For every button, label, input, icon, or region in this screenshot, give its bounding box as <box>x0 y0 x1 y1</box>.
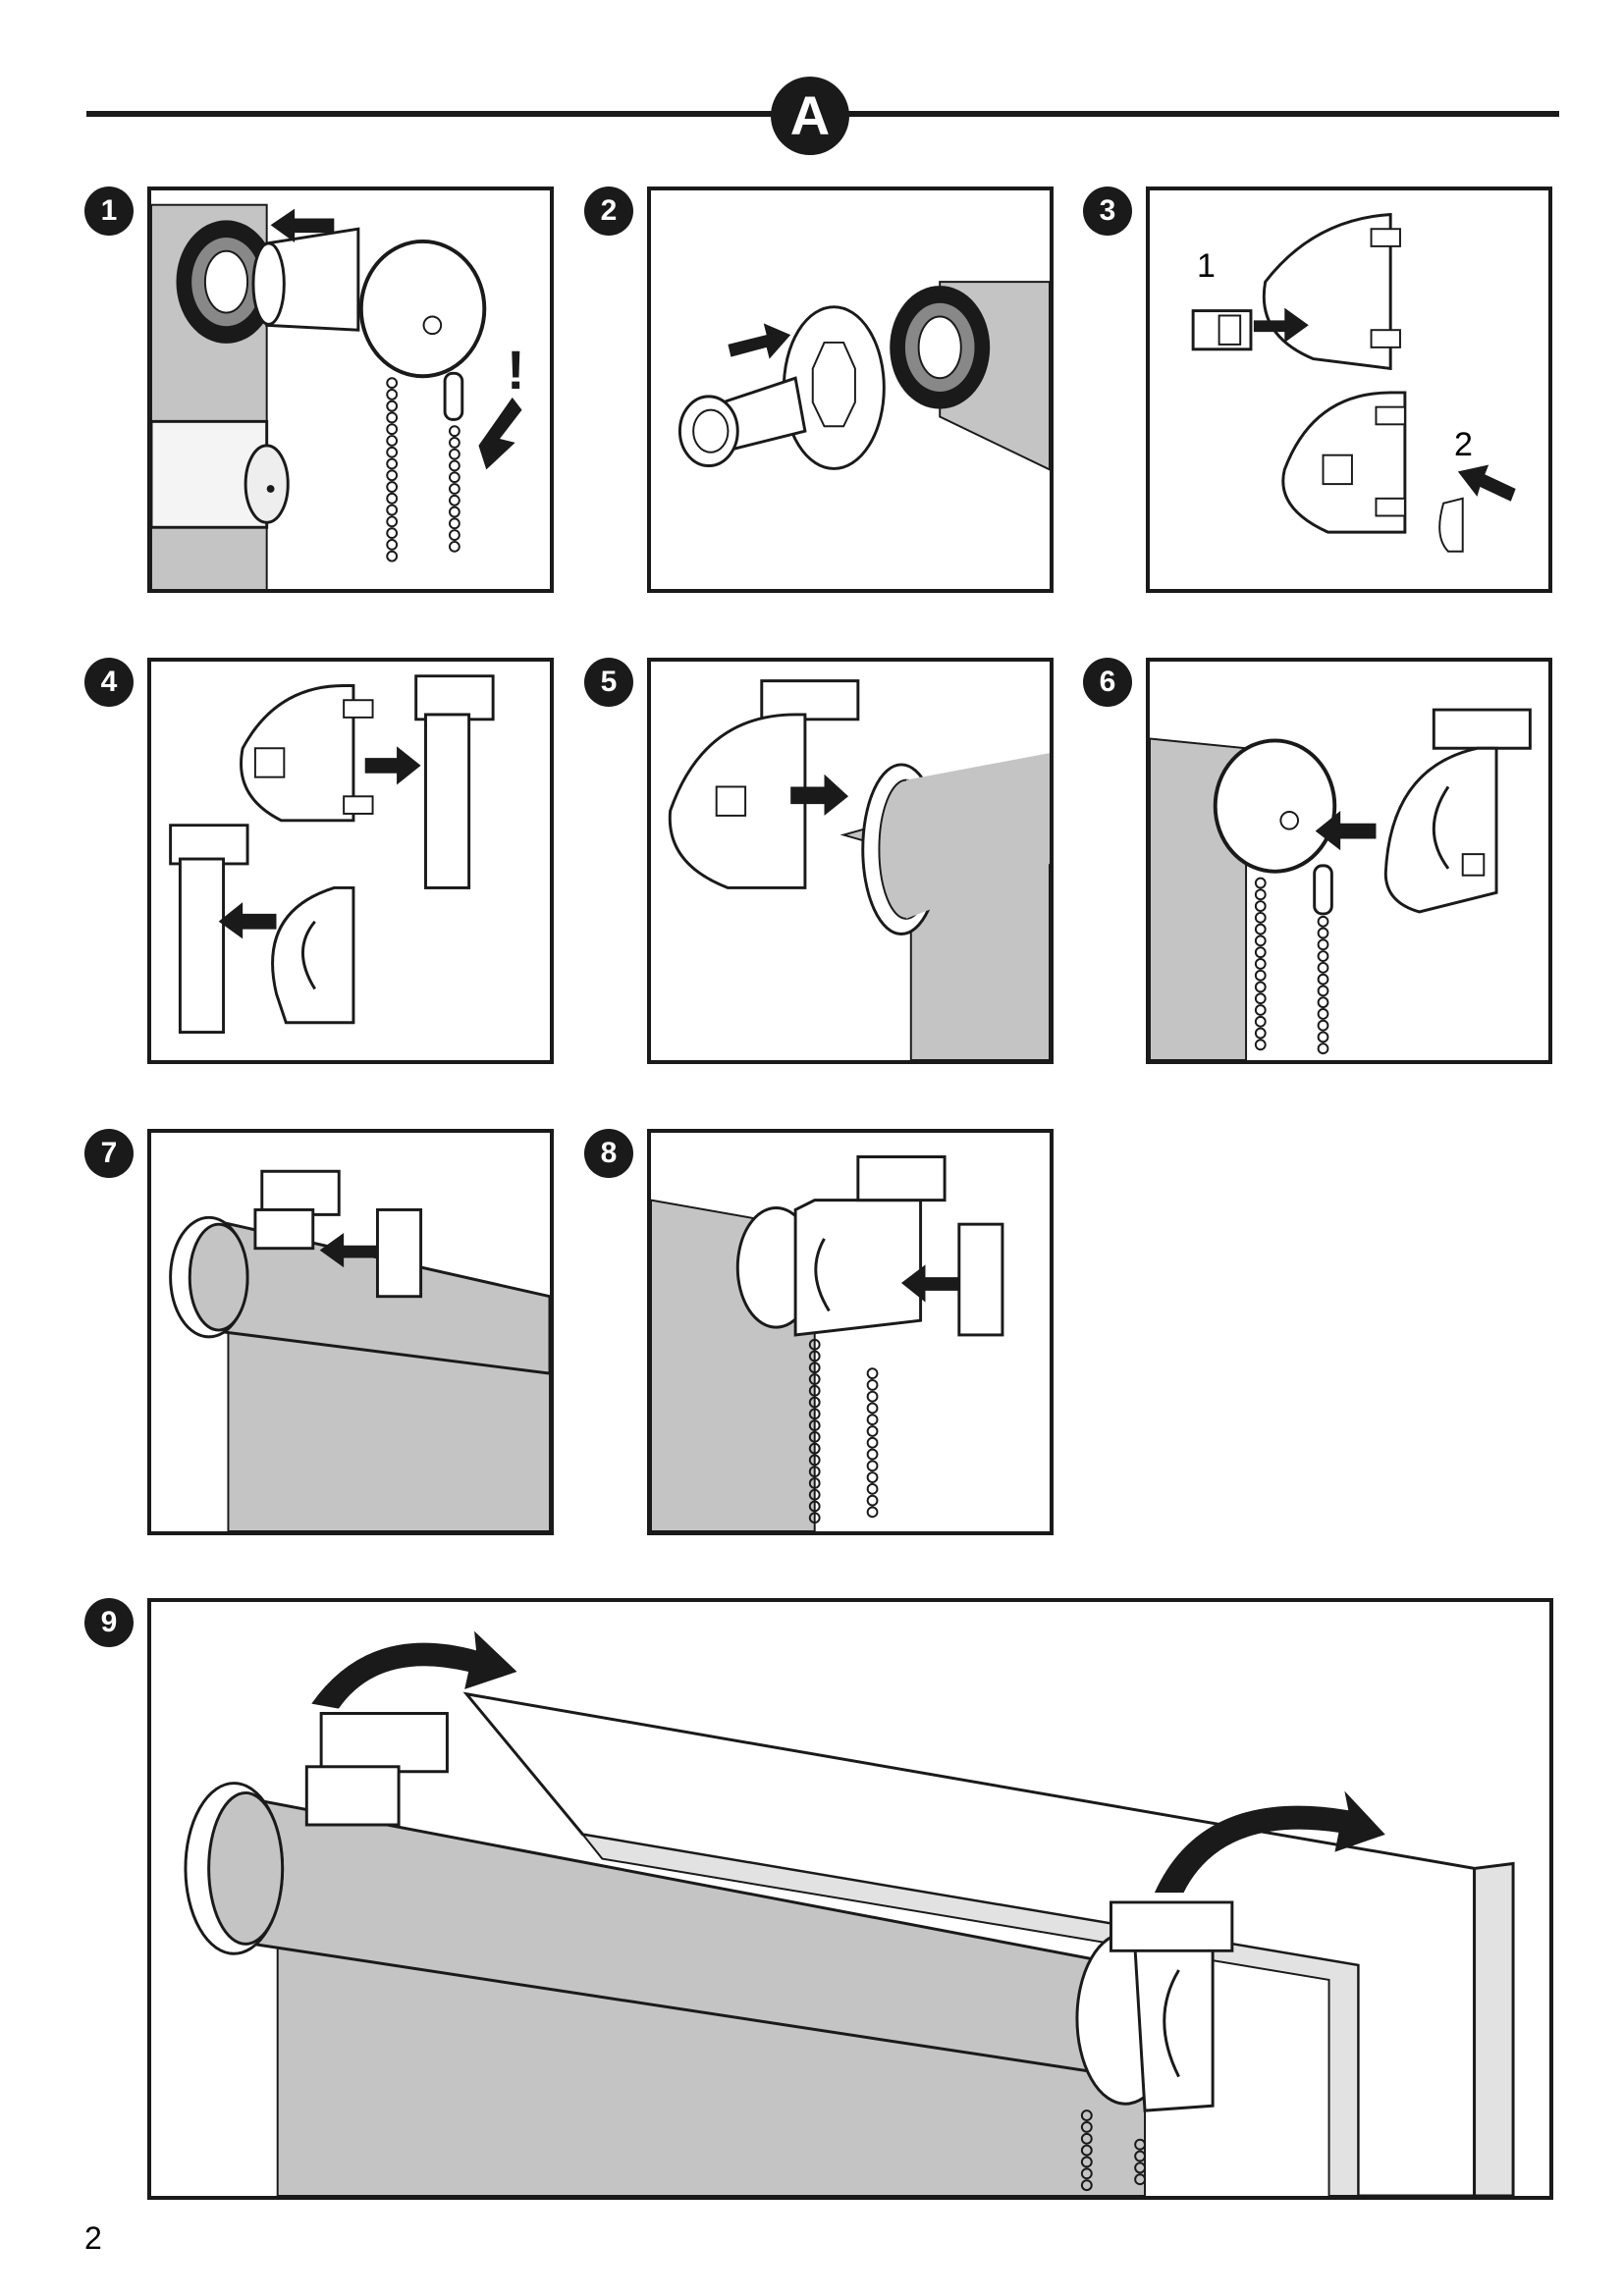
step-1-illustration <box>151 203 522 589</box>
step-6-illustration <box>1150 708 1532 1060</box>
sub-label-1: 1 <box>1197 247 1216 285</box>
bracket-icon <box>856 1155 947 1202</box>
step-panel-9 <box>147 1598 1553 2200</box>
step-9-illustration <box>184 1630 1515 2196</box>
bracket-icon <box>414 674 495 721</box>
page-number: 2 <box>84 2220 102 2256</box>
arrow-icon <box>311 1630 517 1709</box>
arrow-icon <box>1457 464 1516 502</box>
bracket-icon <box>760 679 860 721</box>
bead-chain-icon <box>386 377 460 562</box>
header-rule-left <box>86 111 774 117</box>
step-5-illustration <box>668 679 1050 1060</box>
step-3-illustration <box>1191 212 1516 553</box>
step-panel-8 <box>647 1129 1054 1535</box>
step-panel-5 <box>647 658 1054 1064</box>
step-panel-2 <box>647 187 1054 593</box>
bead-chain-icon <box>1254 877 1329 1055</box>
bead-chain-icon <box>808 1338 879 1524</box>
step-badge-9: 9 <box>84 1598 134 1647</box>
step-badge-4: 4 <box>84 658 134 707</box>
bracket-icon <box>169 824 249 866</box>
step-4-illustration <box>169 674 495 1035</box>
arrow-icon <box>1315 811 1377 851</box>
step-panel-1: ! <box>147 187 554 593</box>
bracket-icon <box>260 1169 341 1216</box>
header-rule-right <box>846 111 1559 117</box>
arrow-icon <box>1253 307 1309 343</box>
warning-mark: ! <box>507 339 525 400</box>
arrow-icon <box>319 1232 378 1268</box>
bracket-icon <box>1432 708 1532 750</box>
step-badge-5: 5 <box>584 658 633 707</box>
bracket-icon <box>240 684 355 823</box>
arrow-icon <box>270 208 335 242</box>
bracket-icon <box>319 1712 449 1774</box>
step-panel-7 <box>147 1129 554 1535</box>
step-7-illustration <box>169 1169 550 1531</box>
step-badge-3: 3 <box>1083 187 1132 236</box>
step-panel-6 <box>1146 658 1552 1064</box>
arrow-icon <box>218 902 277 939</box>
bracket-icon <box>1110 1900 1234 1952</box>
step-panel-3: 1 2 <box>1146 187 1552 593</box>
step-badge-6: 6 <box>1083 658 1132 707</box>
section-badge: A <box>771 77 849 155</box>
step-8-illustration <box>651 1155 1004 1531</box>
sub-label-2: 2 <box>1454 426 1473 463</box>
step-badge-1: 1 <box>84 187 134 236</box>
arrow-icon <box>728 323 791 359</box>
step-2-illustration <box>677 281 1050 471</box>
step-panel-4 <box>147 658 554 1064</box>
bead-chain-icon <box>1080 2109 1147 2192</box>
arrow-icon <box>364 746 421 785</box>
step-badge-2: 2 <box>584 187 633 236</box>
arrow-icon <box>900 1264 959 1303</box>
arrow-icon <box>1154 1790 1385 1894</box>
arrow-icon <box>790 774 849 816</box>
step-badge-7: 7 <box>84 1129 134 1178</box>
step-badge-8: 8 <box>584 1129 633 1178</box>
